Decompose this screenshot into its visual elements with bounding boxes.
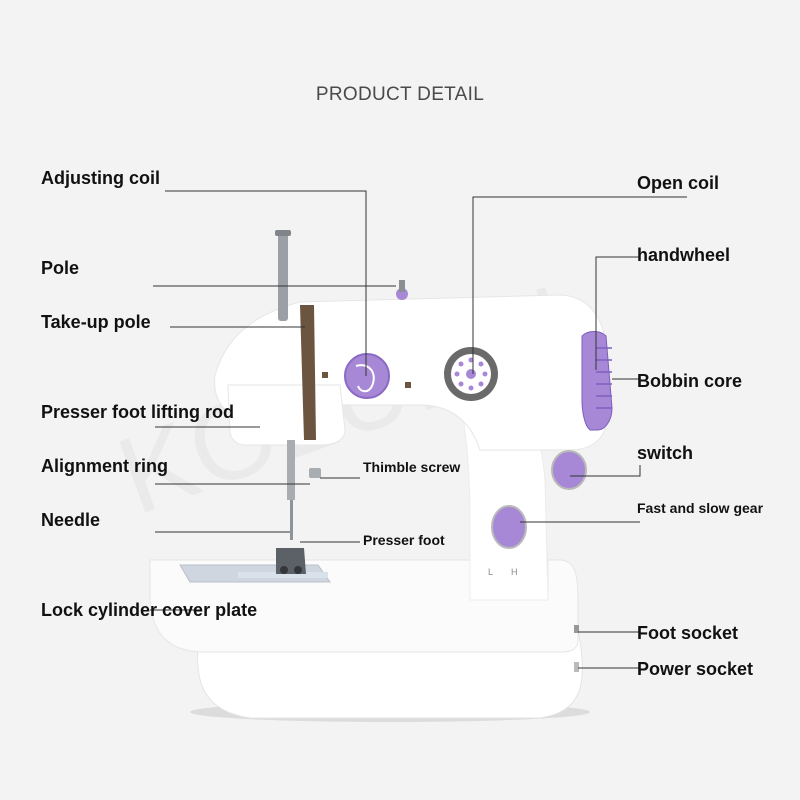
label-fast-and-slow-gear: Fast and slow gear [637,500,764,516]
needle-bar [287,440,295,500]
spool-pin [399,280,405,292]
tension-marker [322,372,328,378]
label-switch: switch [637,443,694,463]
page-title: PRODUCT DETAIL [315,84,485,105]
machine-head [227,384,346,446]
label-power-socket: Power socket [637,659,754,679]
handwheel [581,331,613,431]
label-bobbin-core: Bobbin core [637,371,743,391]
leader-lines [150,190,687,669]
label-presser-foot-lifting-rod: Presser foot lifting rod [41,402,235,422]
label-lock-cylinder-cover-plate: Lock cylinder cover plate [41,600,258,620]
speed-gear-knob [491,505,527,549]
handwheel-ridges [596,347,612,409]
gear-mark-high: H [511,567,518,577]
power-socket-port [574,662,579,672]
pole-rod [278,231,288,321]
open-coil-center [466,369,476,379]
tension-marker-2 [405,382,411,388]
label-needle: Needle [41,510,101,530]
gear-mark-low: L [488,567,493,577]
label-foot-socket: Foot socket [637,623,739,643]
needle-shaft [290,500,293,540]
presser-foot-wheel-2 [294,566,302,574]
label-handwheel: handwheel [637,245,731,265]
foot-socket-port [574,625,579,633]
label-adjusting-coil: Adjusting coil [41,168,160,188]
face-plate-strip [300,305,316,440]
label-presser-foot: Presser foot [363,532,445,548]
pole-cap [275,230,291,236]
label-take-up-pole: Take-up pole [41,312,151,332]
power-switch [551,450,587,490]
thimble-screw-head [309,468,321,478]
cover-plate-slot [238,572,328,578]
presser-foot-wheel [280,566,288,574]
label-pole: Pole [41,258,80,278]
label-open-coil: Open coil [637,173,720,193]
label-thimble-screw: Thimble screw [363,459,461,475]
open-coil-dots [454,357,488,391]
label-alignment-ring: Alignment ring [41,456,168,476]
